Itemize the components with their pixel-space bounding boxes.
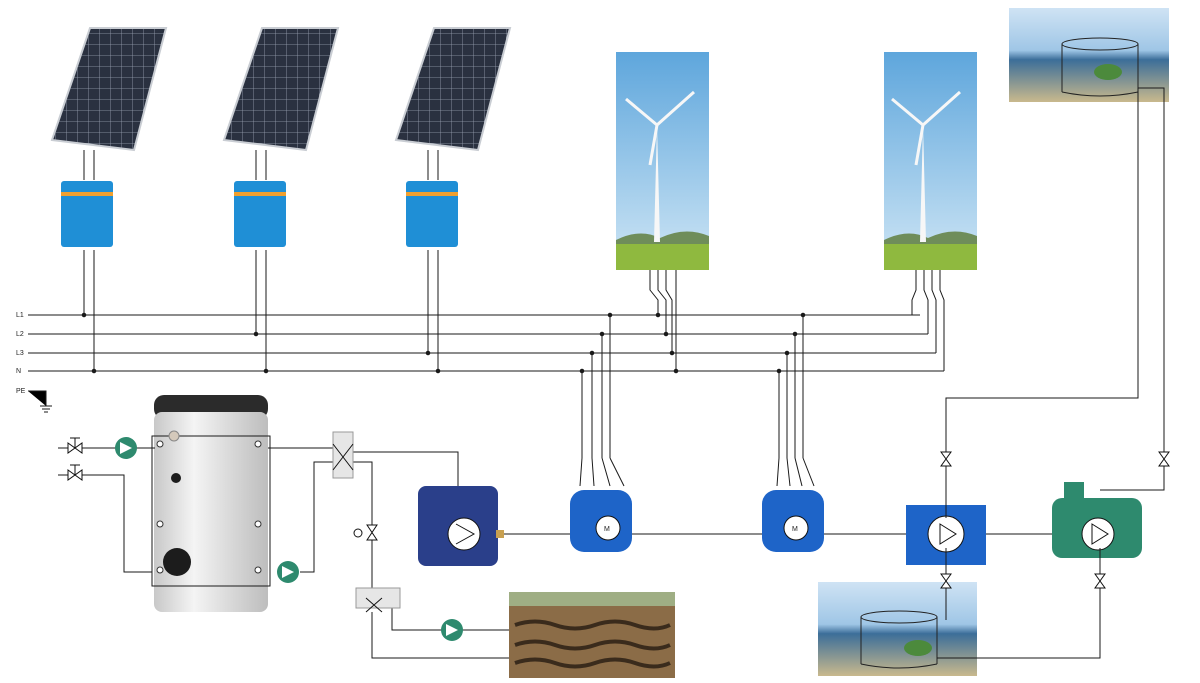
bus-label-n: N (16, 368, 21, 375)
bus-lines (28, 314, 944, 413)
solar-panel-1 (50, 27, 168, 152)
tank-inlet-pipes (58, 447, 155, 573)
bus-label-l1: L1 (16, 312, 24, 319)
bus-label-l3: L3 (16, 350, 24, 357)
hot-water-storage-tank (151, 395, 271, 612)
motor-2: M (762, 490, 824, 552)
bus-motor-wires (579, 312, 815, 487)
wind-turbine-2 (884, 52, 977, 270)
circulation-pump-1 (115, 437, 137, 459)
solar-panel-3 (394, 27, 512, 152)
circulation-pump-3 (441, 619, 463, 641)
bus-label-l2: L2 (16, 331, 24, 338)
centrifugal-pump (1052, 482, 1142, 558)
motor-2-symbol: M (792, 526, 798, 533)
rotary-vane-pump (906, 505, 986, 565)
inlet-valve-1 (67, 437, 83, 454)
compressor (418, 486, 504, 566)
solar-panel-2 (222, 27, 340, 152)
water-valves (940, 451, 1170, 589)
inlet-valve-2 (67, 464, 83, 481)
panel-inverter-wires (83, 150, 439, 180)
inverter-2 (234, 181, 286, 247)
hx-valve (353, 524, 378, 541)
water-reservoir-bottom (818, 582, 977, 676)
inverter-bus-wires (81, 250, 441, 374)
bus-label-pe: PE (16, 388, 26, 395)
plate-heat-exchanger-2 (355, 587, 401, 613)
water-reservoir-top (1009, 8, 1169, 102)
inverter-3 (406, 181, 458, 247)
inverter-1 (61, 181, 113, 247)
motor-1: M (570, 490, 632, 552)
motor-1-symbol: M (604, 526, 610, 533)
ground-heat-collector (509, 592, 675, 678)
turbine-bus-wires (649, 270, 945, 374)
circulation-pump-2 (277, 561, 299, 583)
wind-turbine-1 (616, 52, 709, 270)
plate-heat-exchanger-1 (332, 431, 354, 479)
